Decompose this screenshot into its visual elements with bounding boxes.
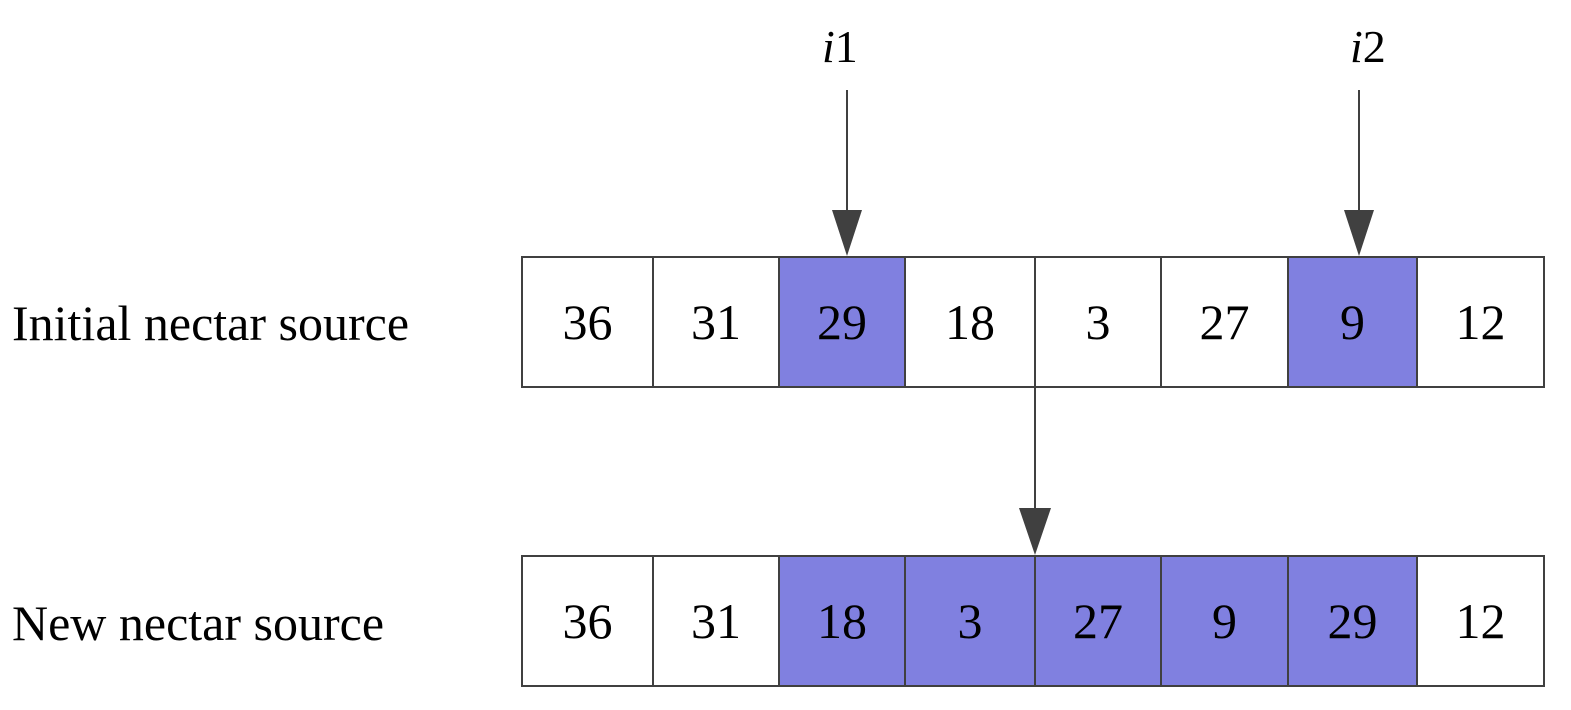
cell-value: 27	[1199, 294, 1250, 350]
transform-arrow	[1019, 388, 1051, 555]
initial-source-array: 36 31 29 18 3 27 9 12	[521, 256, 1545, 388]
array-cell: 31	[654, 258, 780, 386]
pointer-i2-label: i2	[1350, 24, 1386, 70]
cell-value: 27	[1073, 593, 1123, 649]
array-cell: 9	[1162, 557, 1289, 685]
new-source-label: New nectar source	[12, 595, 385, 651]
cell-value: 12	[1455, 294, 1506, 350]
cell-value: 3	[957, 593, 983, 649]
cell-value: 36	[562, 294, 613, 350]
cell-value: 9	[1340, 294, 1365, 350]
array-cell: 31	[654, 557, 780, 685]
cell-value: 29	[817, 294, 867, 350]
cell-value: 12	[1455, 593, 1506, 649]
new-source-array: 36 31 18 3 27 9 29 12	[521, 555, 1545, 687]
cell-value: 3	[1085, 294, 1111, 350]
cell-value: 18	[945, 294, 995, 350]
pointer-i2-arrow	[1344, 90, 1374, 256]
cell-value: 18	[817, 593, 867, 649]
array-cell: 29	[780, 258, 906, 386]
pointer-i2-var: i	[1350, 21, 1363, 72]
array-cell: 27	[1162, 258, 1289, 386]
array-cell: 36	[523, 557, 654, 685]
cell-value: 31	[691, 294, 741, 350]
pointer-i1-arrow	[832, 90, 862, 256]
pointer-i1-var: i	[822, 21, 835, 72]
array-cell: 27	[1036, 557, 1162, 685]
array-cell: 18	[906, 258, 1036, 386]
cell-value: 36	[562, 593, 613, 649]
cell-value: 29	[1327, 593, 1378, 649]
initial-source-label: Initial nectar source	[12, 295, 410, 351]
cell-value: 31	[691, 593, 741, 649]
array-cell: 12	[1418, 258, 1545, 386]
array-cell: 18	[780, 557, 906, 685]
pointer-i1-label: i1	[822, 24, 858, 70]
array-cell: 36	[523, 258, 654, 386]
pointer-i2-num: 2	[1362, 21, 1386, 72]
array-cell: 12	[1418, 557, 1545, 685]
array-cell: 29	[1289, 557, 1418, 685]
array-cell: 3	[1036, 258, 1162, 386]
pointer-i1-num: 1	[834, 21, 858, 72]
array-cell: 9	[1289, 258, 1418, 386]
cell-value: 9	[1212, 593, 1237, 649]
array-cell: 3	[906, 557, 1036, 685]
